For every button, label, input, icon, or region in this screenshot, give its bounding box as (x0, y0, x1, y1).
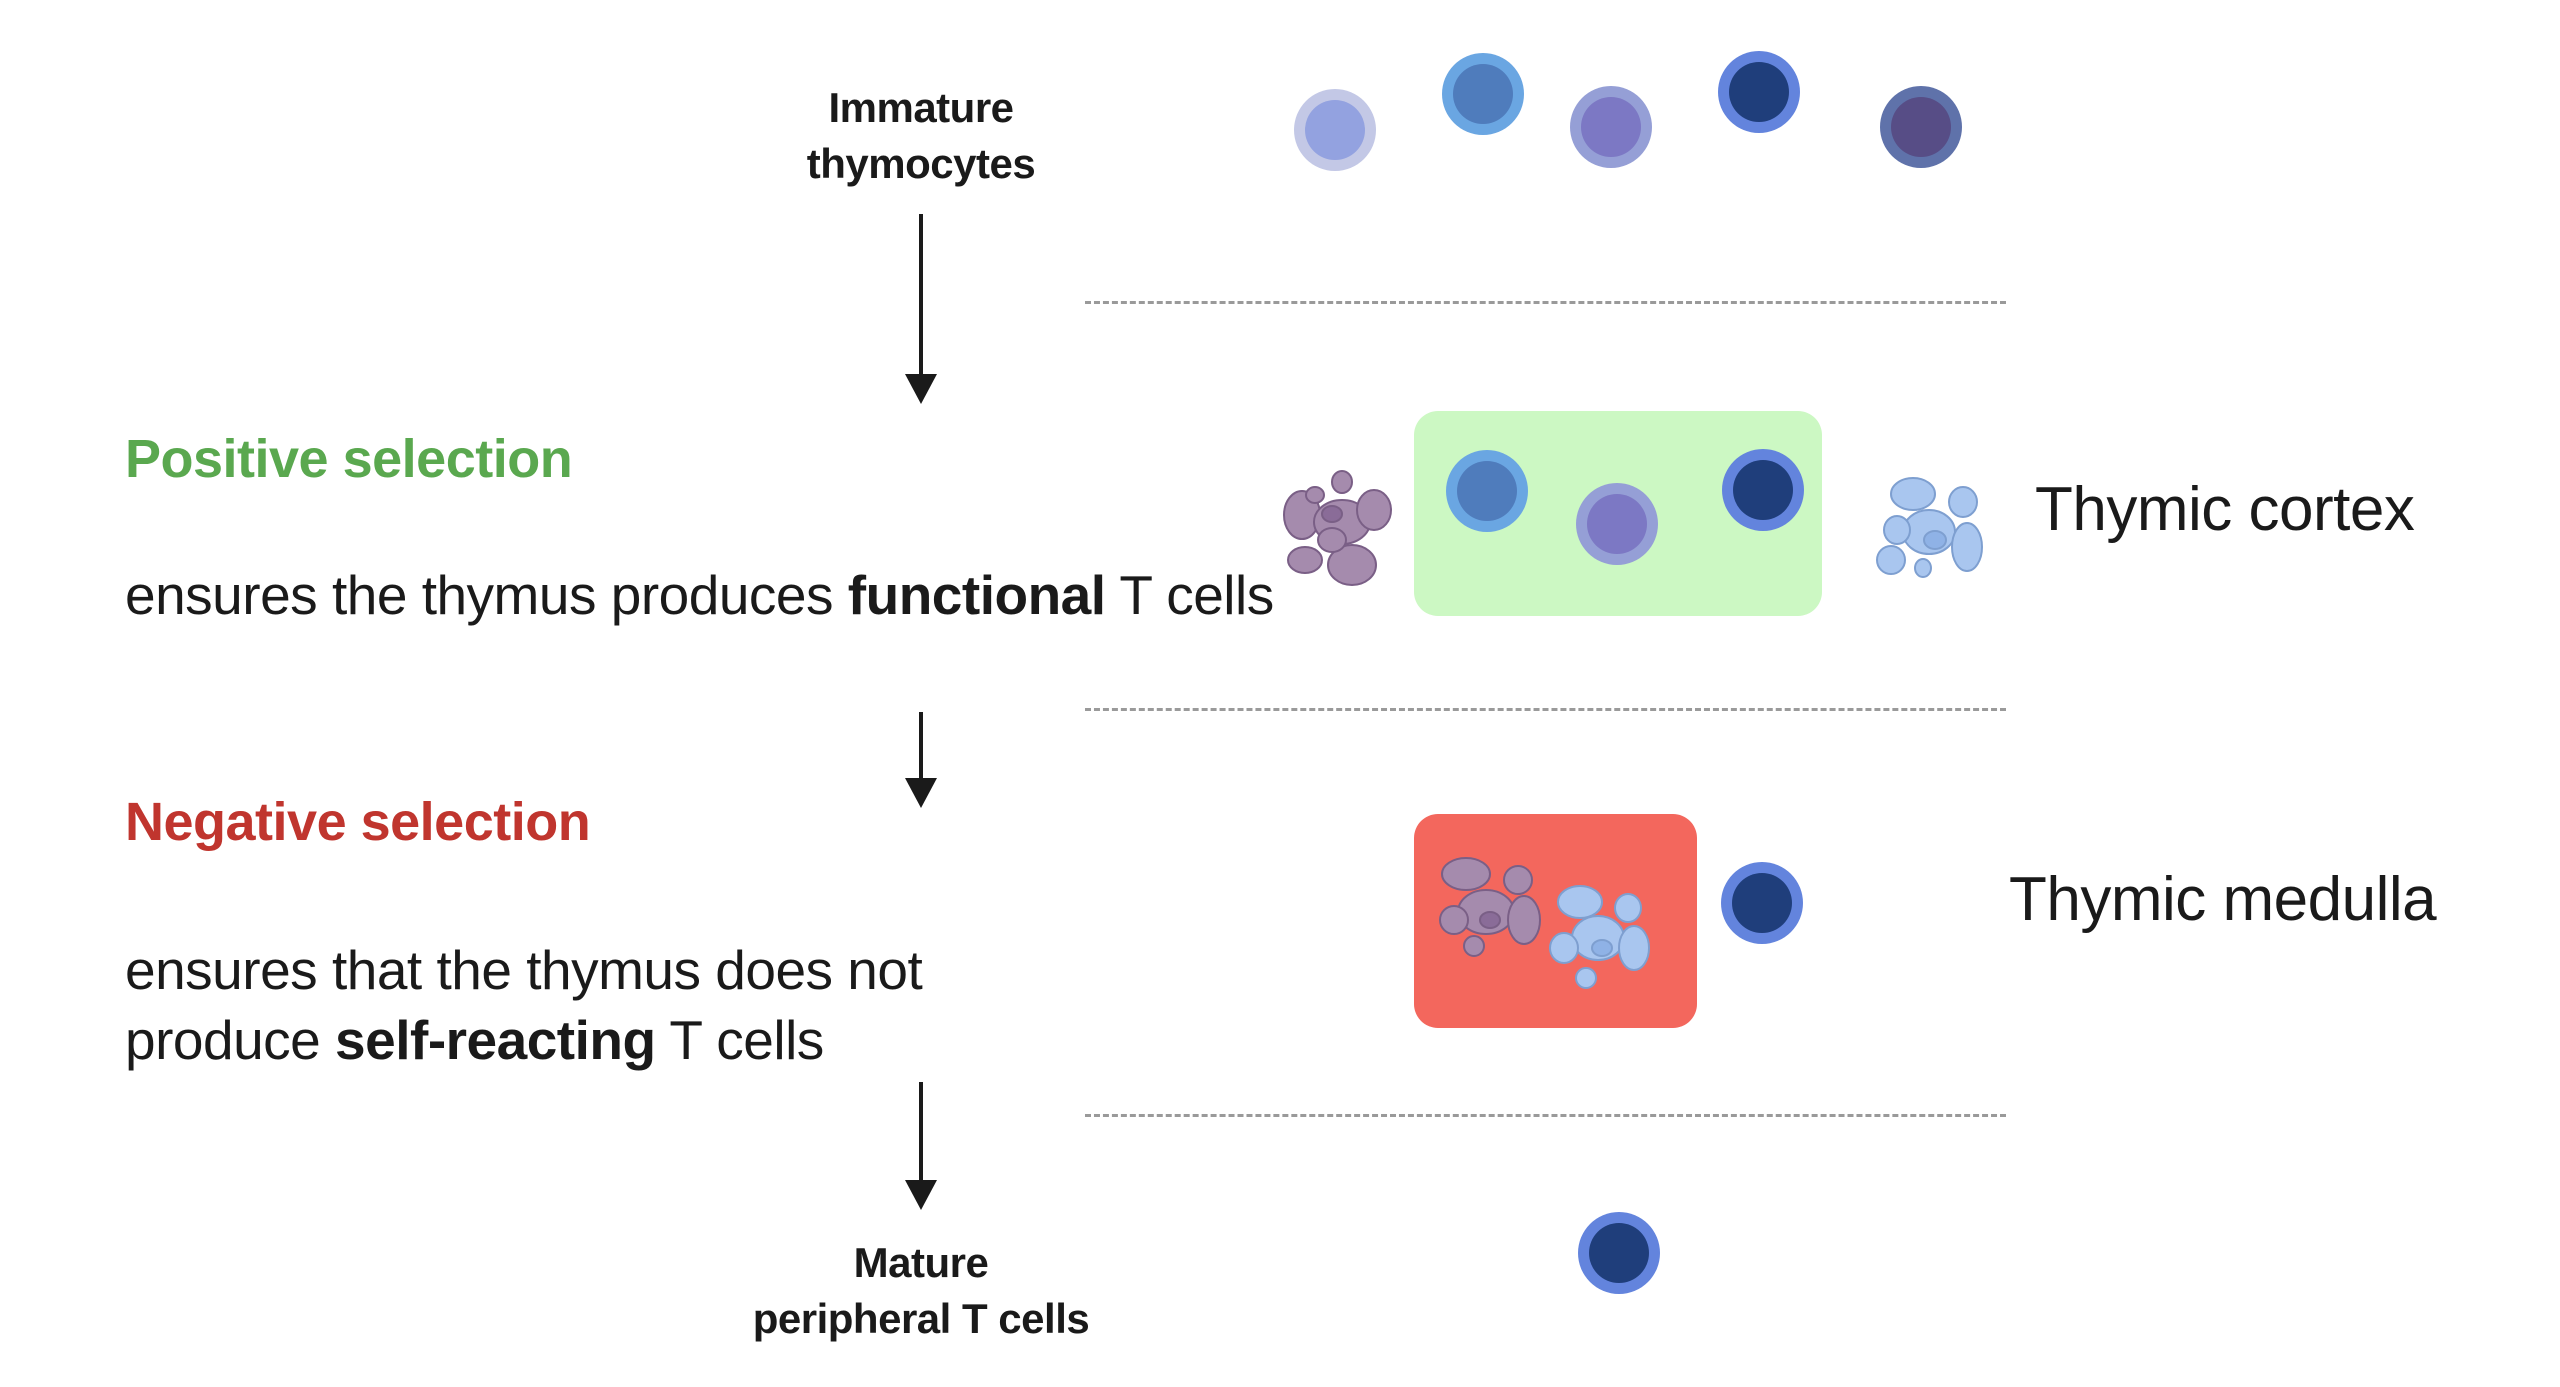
dendritic-cell-icon (1549, 885, 1650, 989)
divider-line (1085, 1114, 2006, 1117)
mature-t-cells-label: Mature peripheral T cells (661, 1235, 1181, 1347)
thymocyte-cell-icon (1880, 86, 1962, 168)
label-line-1: Immature (828, 84, 1014, 131)
desc-emphasis: self-reacting (335, 1009, 656, 1071)
thymic-medulla-label: Thymic medulla (2009, 865, 2437, 934)
thymocyte-cell-icon (1294, 89, 1376, 171)
desc-text: ensures that the thymus does not produce (125, 939, 923, 1071)
negative-selection-heading: Negative selection (125, 792, 591, 852)
cortical-epithelial-cell-icon (1283, 470, 1392, 586)
desc-text: T cells (655, 1009, 824, 1071)
positive-selection-description: ensures the thymus produces functional T… (125, 560, 1275, 630)
thymocyte-cell-icon (1722, 449, 1804, 531)
thymocyte-cell-icon (1442, 53, 1524, 135)
thymocyte-cell-icon (1570, 86, 1652, 168)
desc-emphasis: functional (847, 564, 1106, 626)
label-line-2: peripheral T cells (752, 1295, 1090, 1342)
label-line-1: Mature (853, 1239, 989, 1286)
down-arrow-icon (905, 214, 937, 404)
positive-selection-heading: Positive selection (125, 429, 573, 489)
thymocyte-cell-icon (1721, 862, 1803, 944)
negative-selection-description: ensures that the thymus does not produce… (125, 935, 1085, 1075)
thymic-cortex-label: Thymic cortex (2035, 475, 2415, 544)
mature-t-cell-icon (1578, 1212, 1660, 1294)
thymocyte-cell-icon (1718, 51, 1800, 133)
down-arrow-icon (905, 1082, 937, 1210)
down-arrow-icon (905, 712, 937, 808)
divider-line (1085, 301, 2006, 304)
label-line-2: thymocytes (806, 140, 1036, 187)
desc-text: ensures the thymus produces (125, 564, 848, 626)
thymocyte-cell-icon (1446, 450, 1528, 532)
desc-text: T cells (1105, 564, 1274, 626)
dendritic-cell-icon (1876, 477, 1983, 578)
divider-line (1085, 708, 2006, 711)
medullary-epithelial-cell-icon (1439, 857, 1541, 957)
thymocyte-cell-icon (1576, 483, 1658, 565)
immature-thymocytes-label: Immature thymocytes (661, 80, 1181, 192)
